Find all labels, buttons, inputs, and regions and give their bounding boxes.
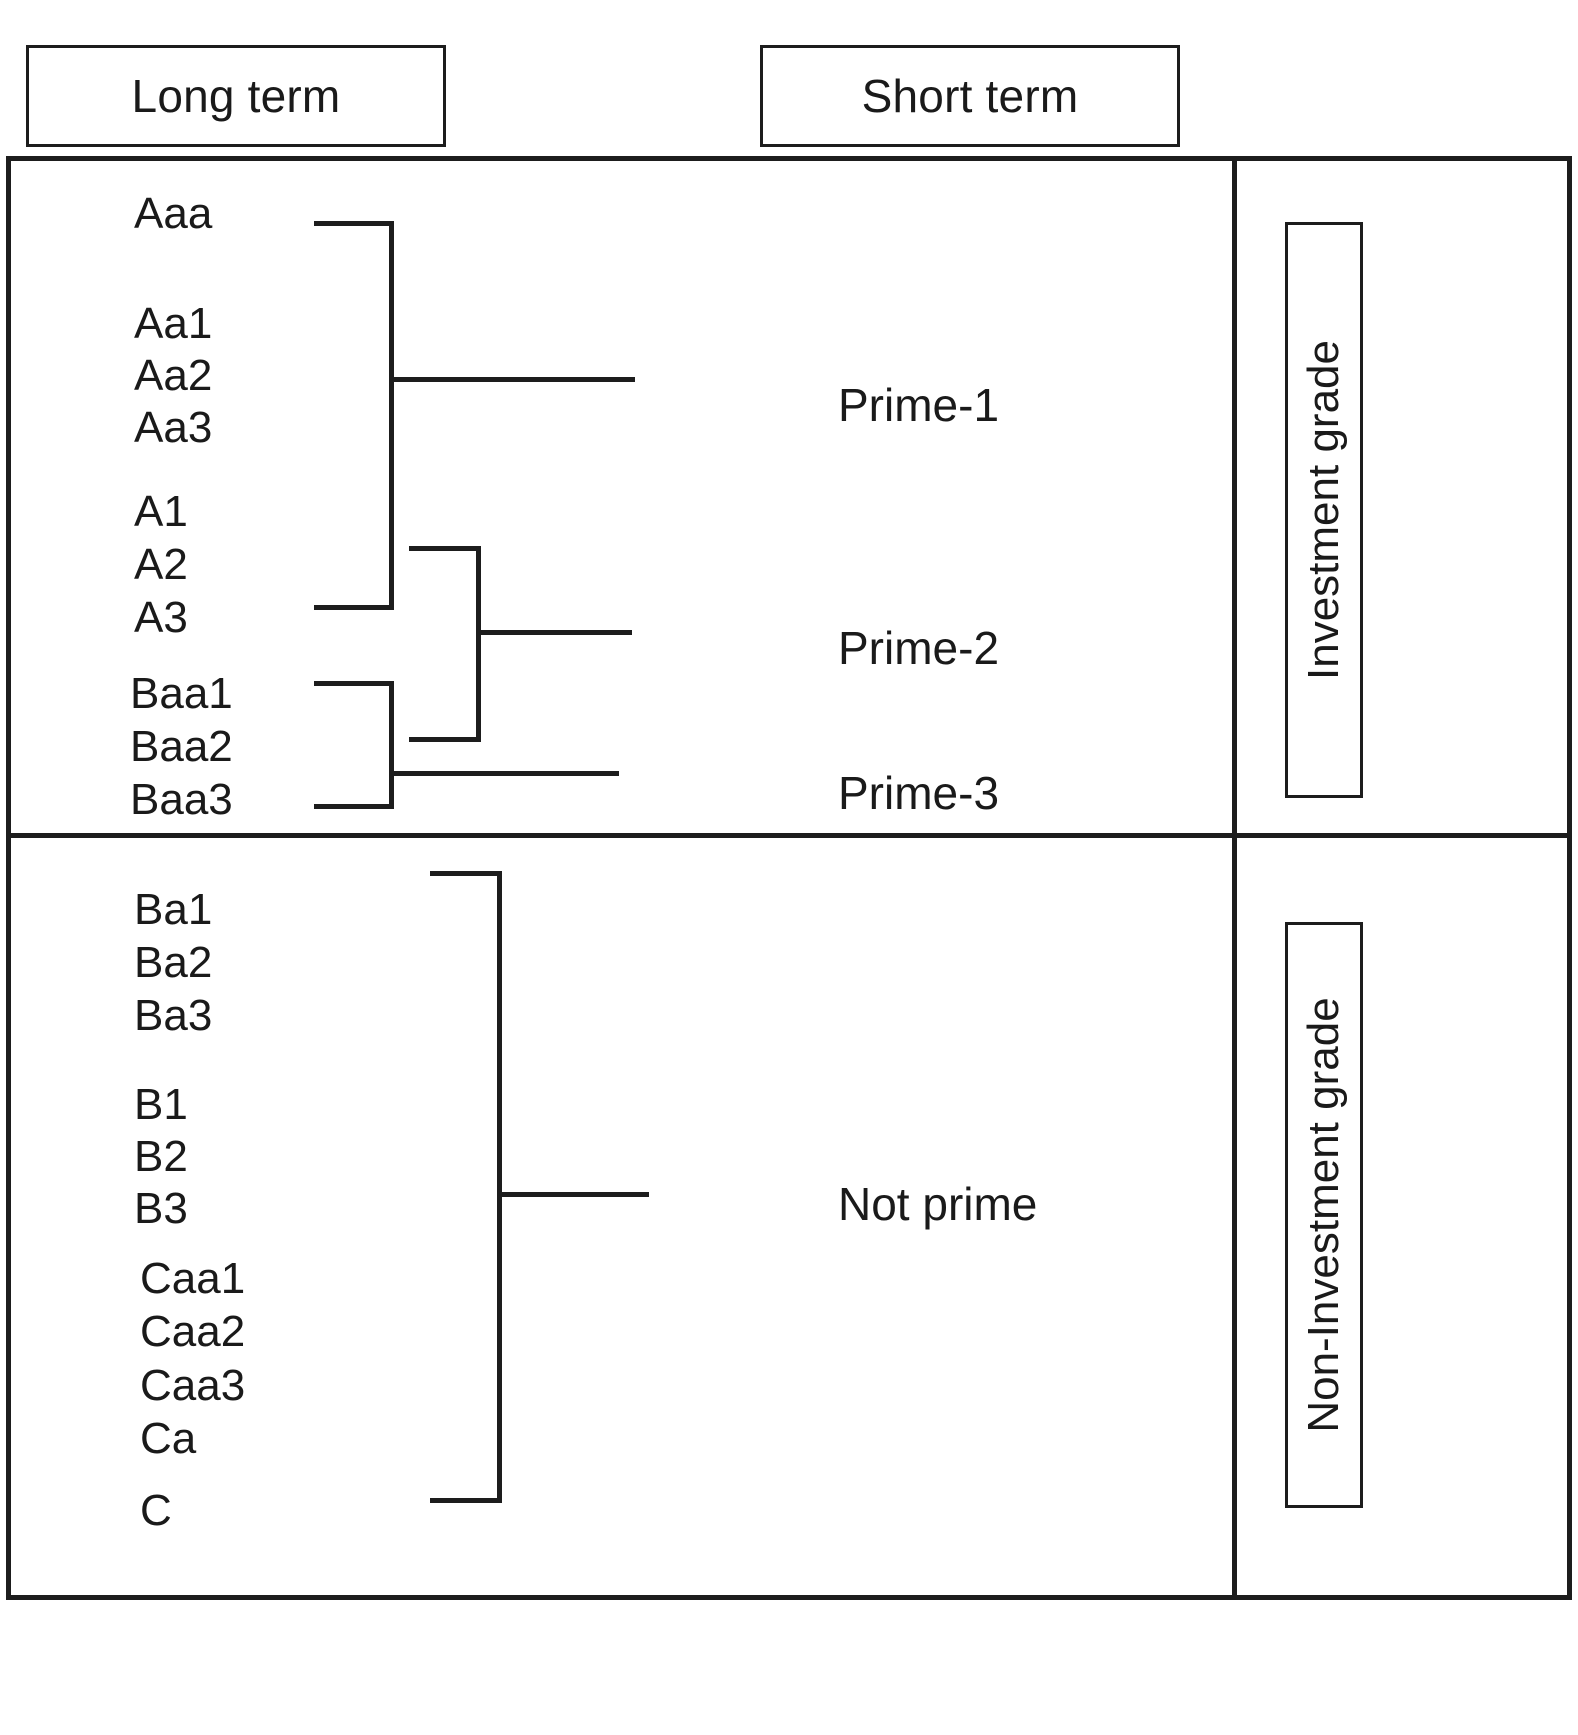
rating-label-ba1: Ba1	[134, 885, 213, 934]
frame-left-edge	[6, 156, 11, 1600]
rating-label-baa1: Baa1	[130, 669, 233, 718]
connector-notprime-bottom-arm	[430, 1498, 502, 1503]
header-box-long-term: Long term	[26, 45, 446, 147]
grade-label-non-investment: Non-Investment grade	[1299, 997, 1348, 1433]
header-label-short-term: Short term	[861, 70, 1079, 122]
connector-baa1-stub	[314, 681, 394, 686]
rating-label-a2: A2	[134, 540, 188, 589]
grade-box-investment: Investment grade	[1285, 222, 1363, 798]
short-term-label-prime-2: Prime-2	[838, 622, 1000, 674]
rating-label-aa1: Aa1	[134, 299, 213, 348]
header-box-short-term: Short term	[760, 45, 1180, 147]
grade-label-investment: Investment grade	[1299, 340, 1348, 680]
rating-label-baa3: Baa3	[130, 775, 233, 824]
rating-label-a1: A1	[134, 487, 188, 536]
rating-label-ba2: Ba2	[134, 938, 213, 987]
connector-aaa-stub	[314, 221, 394, 226]
rating-label-b3: B3	[134, 1184, 188, 1233]
connector-prime1-lead	[389, 377, 635, 382]
connector-notprime-trunk	[497, 871, 502, 1503]
rating-label-caa2: Caa2	[140, 1307, 246, 1356]
grade-box-non-investment: Non-Investment grade	[1285, 922, 1363, 1508]
frame-middle-rule	[6, 833, 1572, 838]
rating-label-c: C	[140, 1486, 172, 1535]
connector-prime2-trunk	[476, 546, 481, 742]
short-term-label-prime-1: Prime-1	[838, 379, 1000, 431]
connector-prime2-lead	[476, 630, 632, 635]
connector-notprime-lead	[497, 1192, 649, 1197]
rating-label-b2: B2	[134, 1132, 188, 1181]
frame-top-rule	[6, 156, 1572, 161]
rating-label-caa1: Caa1	[140, 1254, 246, 1303]
connector-prime1-trunk	[389, 221, 394, 610]
rating-label-caa3: Caa3	[140, 1361, 246, 1410]
frame-right-edge	[1567, 156, 1572, 1600]
frame-bottom-rule	[6, 1595, 1572, 1600]
header-label-long-term: Long term	[131, 70, 341, 122]
connector-a3-stub	[314, 605, 394, 610]
rating-label-ca: Ca	[140, 1414, 197, 1463]
connector-prime3-lead	[389, 771, 619, 776]
rating-label-baa2: Baa2	[130, 722, 233, 771]
connector-baa-trunk	[389, 681, 394, 809]
short-term-label-not-prime: Not prime	[838, 1178, 1038, 1230]
frame-grade-column-separator	[1232, 156, 1237, 1600]
rating-label-aa3: Aa3	[134, 403, 213, 452]
connector-prime2-lower-arm	[409, 737, 481, 742]
connector-prime2-upper-arm	[409, 546, 481, 551]
rating-label-a3: A3	[134, 593, 188, 642]
rating-label-aa2: Aa2	[134, 351, 213, 400]
rating-label-aaa: Aaa	[134, 189, 213, 238]
short-term-label-prime-3: Prime-3	[838, 767, 1000, 819]
rating-label-ba3: Ba3	[134, 991, 213, 1040]
connector-baa3-stub	[314, 804, 394, 809]
connector-notprime-top-arm	[430, 871, 502, 876]
rating-label-b1: B1	[134, 1080, 188, 1129]
